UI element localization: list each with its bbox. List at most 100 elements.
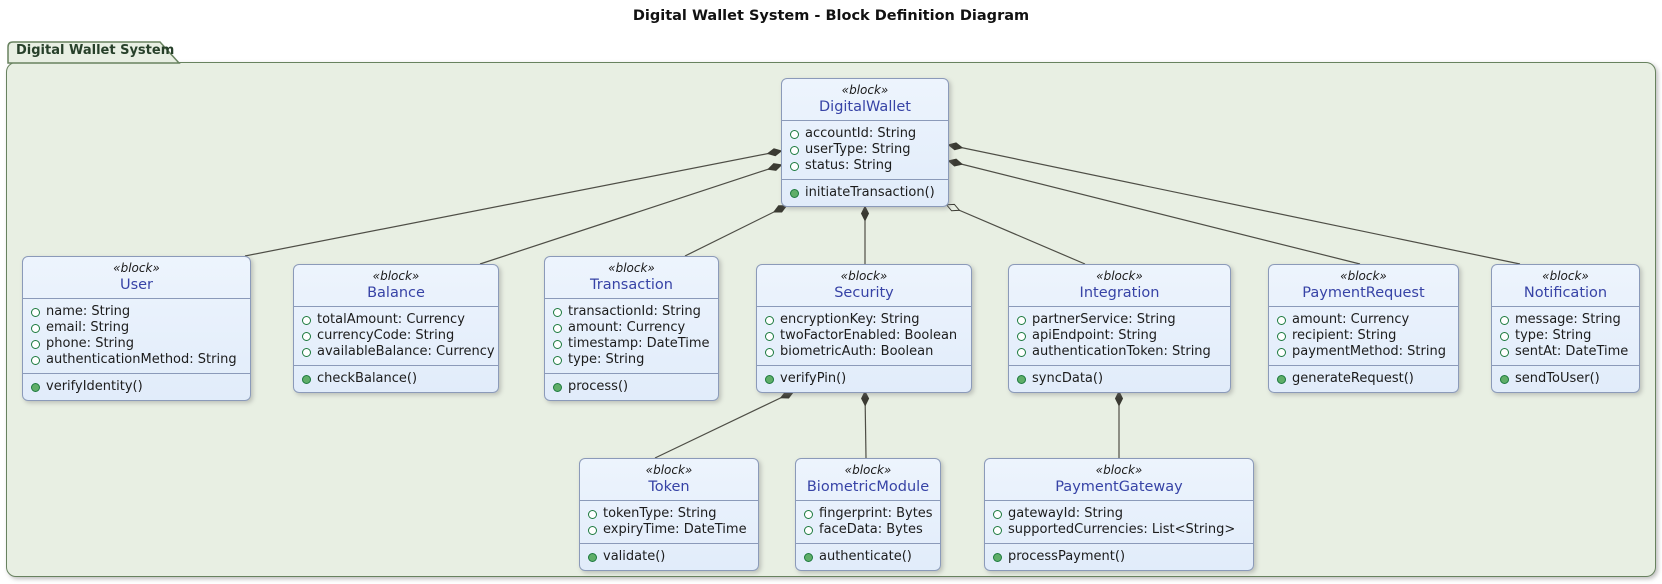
block-name: User xyxy=(119,277,154,293)
operation-icon xyxy=(790,188,799,198)
block-name: BiometricModule xyxy=(806,479,930,495)
attribute-row: userType: String xyxy=(790,142,940,158)
attributes-compartment: accountId: String userType: String statu… xyxy=(782,120,948,179)
attributes-compartment: gatewayId: String supportedCurrencies: L… xyxy=(985,500,1253,543)
block-transaction: «block» Transaction transactionId: Strin… xyxy=(544,256,719,401)
attribute-icon xyxy=(302,331,311,341)
attribute-text: timestamp: DateTime xyxy=(568,336,710,351)
attribute-text: amount: Currency xyxy=(568,320,686,335)
attribute-icon xyxy=(1017,331,1026,341)
attribute-text: amount: Currency xyxy=(1292,312,1410,327)
block-stereotype: «block» xyxy=(372,269,420,283)
attribute-text: phone: String xyxy=(46,336,134,351)
operation-row: validate() xyxy=(588,549,750,565)
attribute-icon xyxy=(1277,347,1286,357)
block-stereotype: «block» xyxy=(1542,269,1589,283)
operation-icon xyxy=(553,382,562,392)
attribute-text: transactionId: String xyxy=(568,304,701,319)
operations-compartment: verifyIdentity() xyxy=(23,373,250,400)
attribute-text: supportedCurrencies: List<String> xyxy=(1008,522,1236,537)
block-header: «block» Transaction xyxy=(545,257,718,298)
attribute-row: expiryTime: DateTime xyxy=(588,522,750,538)
operation-icon xyxy=(31,382,40,392)
attributes-compartment: encryptionKey: String twoFactorEnabled: … xyxy=(757,306,971,365)
attribute-row: faceData: Bytes xyxy=(804,522,932,538)
attribute-row: recipient: String xyxy=(1277,328,1450,344)
block-name: Integration xyxy=(1079,285,1160,301)
attribute-text: email: String xyxy=(46,320,130,335)
attribute-text: twoFactorEnabled: Boolean xyxy=(780,328,958,343)
operation-text: process() xyxy=(568,379,629,394)
attributes-compartment: transactionId: String amount: Currency t… xyxy=(545,298,718,373)
attribute-icon xyxy=(765,347,774,357)
attribute-text: name: String xyxy=(46,304,131,319)
attribute-icon xyxy=(1500,315,1509,325)
operation-icon xyxy=(588,552,597,562)
attribute-text: currencyCode: String xyxy=(317,328,455,343)
operations-compartment: sendToUser() xyxy=(1492,365,1639,392)
operations-compartment: validate() xyxy=(580,543,758,570)
block-header: «block» Security xyxy=(757,265,971,306)
block-balance: «block» Balance totalAmount: Currency cu… xyxy=(293,264,499,393)
attribute-icon xyxy=(993,525,1002,535)
attribute-icon xyxy=(1500,347,1509,357)
attribute-row: authenticationMethod: String xyxy=(31,352,242,368)
attribute-text: expiryTime: DateTime xyxy=(603,522,747,537)
attributes-compartment: tokenType: String expiryTime: DateTime xyxy=(580,500,758,543)
attribute-row: totalAmount: Currency xyxy=(302,312,490,328)
attribute-row: biometricAuth: Boolean xyxy=(765,344,963,360)
attribute-text: availableBalance: Currency xyxy=(317,344,495,359)
operations-compartment: generateRequest() xyxy=(1269,365,1458,392)
attribute-icon xyxy=(31,307,40,317)
attribute-icon xyxy=(790,129,799,139)
block-stereotype: «block» xyxy=(608,261,655,275)
attribute-row: encryptionKey: String xyxy=(765,312,963,328)
attribute-row: currencyCode: String xyxy=(302,328,490,344)
block-header: «block» Integration xyxy=(1009,265,1230,306)
block-stereotype: «block» xyxy=(840,269,888,283)
operation-row: sendToUser() xyxy=(1500,371,1631,387)
attribute-icon xyxy=(31,339,40,349)
attribute-icon xyxy=(804,509,813,519)
attribute-row: phone: String xyxy=(31,336,242,352)
attribute-row: twoFactorEnabled: Boolean xyxy=(765,328,963,344)
attribute-row: partnerService: String xyxy=(1017,312,1222,328)
attribute-text: type: String xyxy=(568,352,645,367)
operation-text: initiateTransaction() xyxy=(805,185,935,200)
attribute-text: apiEndpoint: String xyxy=(1032,328,1157,343)
attribute-icon xyxy=(553,355,562,365)
operations-compartment: initiateTransaction() xyxy=(782,179,948,206)
operation-row: verifyIdentity() xyxy=(31,379,242,395)
operations-compartment: authenticate() xyxy=(796,543,940,570)
operation-text: checkBalance() xyxy=(317,371,418,386)
attribute-icon xyxy=(993,509,1002,519)
block-user: «block» User name: String email: String … xyxy=(22,256,251,401)
attribute-row: paymentMethod: String xyxy=(1277,344,1450,360)
operations-compartment: syncData() xyxy=(1009,365,1230,392)
attribute-text: tokenType: String xyxy=(603,506,717,521)
block-header: «block» DigitalWallet xyxy=(782,79,948,120)
attribute-icon xyxy=(553,323,562,333)
attribute-text: gatewayId: String xyxy=(1008,506,1124,521)
operation-text: generateRequest() xyxy=(1292,371,1414,386)
attribute-row: email: String xyxy=(31,320,242,336)
attribute-icon xyxy=(1500,331,1509,341)
attribute-row: sentAt: DateTime xyxy=(1500,344,1631,360)
attribute-row: type: String xyxy=(1500,328,1631,344)
attribute-row: name: String xyxy=(31,304,242,320)
attribute-text: message: String xyxy=(1515,312,1621,327)
attributes-compartment: message: String type: String sentAt: Dat… xyxy=(1492,306,1639,365)
operation-row: authenticate() xyxy=(804,549,932,565)
attribute-icon xyxy=(765,315,774,325)
attribute-row: transactionId: String xyxy=(553,304,710,320)
attribute-text: biometricAuth: Boolean xyxy=(780,344,934,359)
block-stereotype: «block» xyxy=(1095,463,1143,477)
package-tab-shape xyxy=(7,41,181,64)
block-name: Balance xyxy=(367,285,425,301)
block-name: PaymentGateway xyxy=(1055,479,1183,495)
block-stereotype: «block» xyxy=(1096,269,1143,283)
attribute-row: supportedCurrencies: List<String> xyxy=(993,522,1245,538)
operation-row: syncData() xyxy=(1017,371,1222,387)
operation-row: processPayment() xyxy=(993,549,1245,565)
